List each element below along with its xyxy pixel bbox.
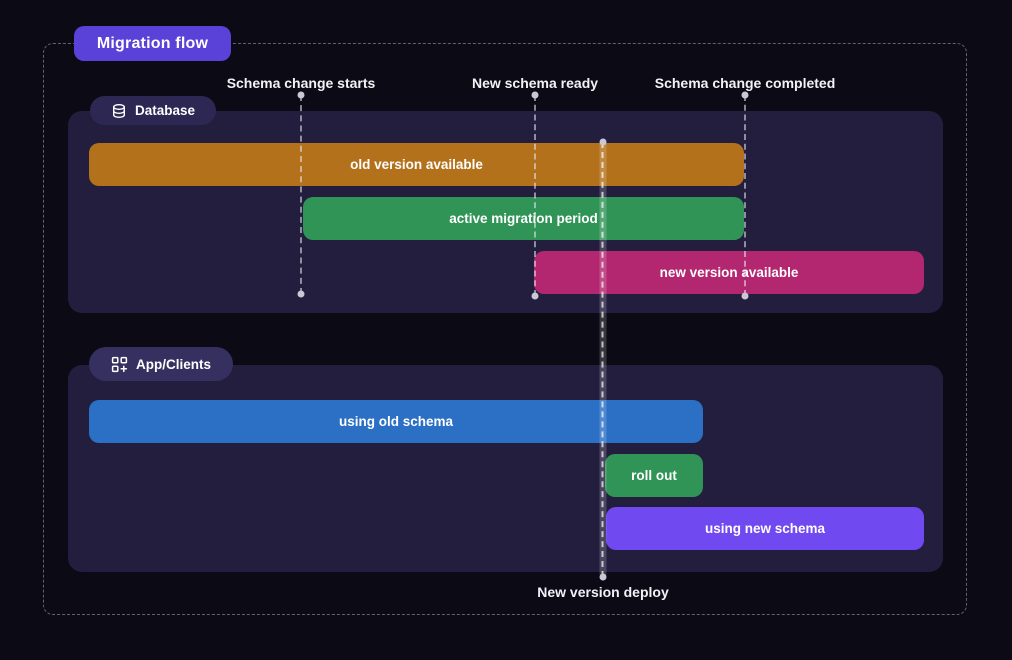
timeline-bar-using-old-schema: using old schema — [89, 400, 703, 443]
marker-dot-top — [531, 91, 539, 99]
marker-dot-bottom — [297, 290, 305, 298]
app-clients-badge-label: App/Clients — [135, 356, 211, 372]
marker-line-schema-change-starts — [300, 95, 302, 294]
bar-label: roll out — [631, 468, 677, 483]
marker-dot-top — [297, 91, 305, 99]
bar-label: new version available — [659, 265, 799, 280]
deploy-line — [599, 142, 607, 577]
database-badge: Database — [90, 96, 216, 125]
marker-dot-bottom — [741, 292, 749, 300]
bar-label: old version available — [350, 157, 483, 172]
timeline-bar-using-new-schema: using new schema — [606, 507, 924, 550]
bar-label: using old schema — [338, 414, 454, 429]
marker-label-schema-change-starts: Schema change starts — [226, 75, 376, 91]
database-badge-label: Database — [134, 103, 196, 118]
bar-label: using new schema — [704, 521, 826, 536]
database-icon — [111, 103, 127, 119]
diagram-title: Migration flow — [96, 34, 209, 52]
timeline-bar-active-migration-period: active migration period — [303, 197, 744, 240]
apps-plus-icon — [111, 356, 128, 373]
deploy-label: New version deploy — [537, 584, 669, 600]
diagram-title-badge: Migration flow — [74, 26, 231, 61]
marker-dot-top — [741, 91, 749, 99]
deploy-dot-top — [599, 138, 607, 146]
diagram-dashed-frame — [43, 43, 967, 615]
marker-label-schema-change-completed: Schema change completed — [654, 75, 836, 91]
timeline-bar-new-version-available: new version available — [534, 251, 924, 294]
marker-dot-bottom — [531, 292, 539, 300]
bar-label: active migration period — [449, 211, 598, 226]
deploy-dot-bottom — [599, 573, 607, 581]
marker-label-new-schema-ready: New schema ready — [471, 75, 599, 91]
marker-line-new-schema-ready — [534, 95, 536, 296]
timeline-bar-roll-out: roll out — [605, 454, 703, 497]
app-clients-badge: App/Clients — [89, 347, 233, 381]
marker-line-schema-change-completed — [744, 95, 746, 296]
timeline-bar-old-version-available: old version available — [89, 143, 744, 186]
